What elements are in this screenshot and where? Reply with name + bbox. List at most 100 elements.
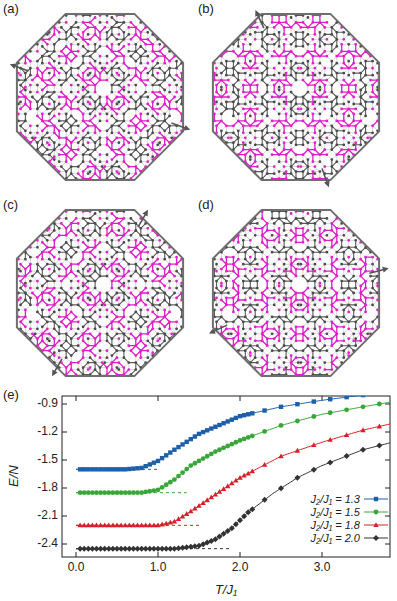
spin-arrow — [322, 168, 327, 183]
data-marker — [327, 459, 333, 465]
data-marker — [78, 490, 83, 495]
data-marker — [295, 448, 300, 453]
tick-mark — [385, 460, 390, 461]
data-marker — [374, 497, 378, 501]
data-marker — [328, 410, 333, 415]
legend-text: J₂/J₁ = 1.5 — [310, 506, 360, 518]
data-marker — [344, 407, 349, 412]
data-marker — [197, 432, 201, 436]
data-marker — [193, 434, 197, 438]
data-marker — [94, 467, 98, 471]
spin-dots — [213, 210, 379, 376]
tick-mark — [62, 516, 67, 517]
spin-dots — [17, 210, 183, 376]
data-marker — [233, 478, 238, 483]
data-marker — [180, 470, 185, 475]
data-marker — [229, 525, 235, 531]
energy-curve — [76, 441, 390, 548]
data-marker — [374, 510, 379, 515]
data-marker — [168, 450, 172, 454]
data-marker — [107, 467, 111, 471]
data-marker — [377, 402, 382, 407]
data-marker — [344, 453, 350, 459]
data-marker — [102, 490, 107, 495]
data-marker — [148, 462, 152, 466]
data-marker — [201, 430, 205, 434]
data-marker — [160, 456, 164, 460]
data-marker — [94, 490, 99, 495]
data-marker — [119, 467, 123, 471]
data-marker — [86, 490, 91, 495]
data-marker — [172, 519, 177, 524]
data-marker — [197, 459, 202, 464]
data-marker — [201, 456, 206, 461]
data-marker — [209, 452, 214, 457]
tick-label: -1.5 — [37, 453, 58, 466]
data-marker — [180, 514, 185, 519]
data-marker — [172, 477, 177, 482]
data-marker — [311, 442, 316, 447]
data-marker — [209, 426, 213, 430]
spin-arrowhead — [10, 63, 17, 69]
data-marker — [205, 454, 210, 459]
data-marker — [278, 453, 283, 458]
data-marker — [139, 490, 144, 495]
data-marker — [189, 437, 193, 441]
data-marker — [152, 460, 156, 464]
quasicrystal-tilings — [10, 10, 389, 376]
energy-curve — [76, 401, 390, 493]
tick-label: -1.2 — [37, 425, 58, 438]
data-marker — [123, 490, 128, 495]
data-marker — [225, 483, 230, 488]
data-marker — [143, 490, 148, 495]
data-marker — [82, 467, 86, 471]
spin-arrow — [213, 325, 228, 332]
data-marker — [234, 440, 239, 445]
data-marker — [156, 459, 160, 463]
tick-mark — [76, 552, 77, 557]
data-marker — [115, 467, 119, 471]
data-marker — [233, 521, 239, 527]
tick-label: -0.9 — [37, 397, 58, 410]
data-marker — [159, 522, 164, 527]
data-marker — [242, 413, 246, 417]
panel-label: (d) — [198, 198, 214, 212]
data-marker — [209, 495, 214, 500]
data-marker — [111, 467, 115, 471]
spin-arrowhead — [324, 181, 330, 188]
tiling-panel — [209, 210, 389, 376]
octagon-outline — [213, 14, 379, 180]
data-marker — [262, 497, 268, 503]
spin-arrowhead — [52, 369, 58, 376]
data-marker — [172, 448, 176, 452]
data-marker — [164, 521, 169, 526]
data-marker — [295, 402, 299, 406]
data-marker — [176, 474, 181, 479]
data-marker — [144, 464, 148, 468]
spin-dots — [17, 14, 183, 180]
data-marker — [217, 447, 222, 452]
data-marker — [200, 500, 205, 505]
data-marker — [213, 449, 218, 454]
spin-arrowhead — [184, 125, 191, 131]
data-marker — [360, 427, 365, 432]
data-marker — [262, 462, 267, 467]
data-marker — [225, 444, 230, 449]
tick-mark — [240, 396, 241, 401]
data-marker — [135, 490, 140, 495]
legend-text: J₂/J₁ = 2.0 — [310, 532, 360, 544]
data-marker — [246, 435, 251, 440]
tick-label: -2.4 — [37, 537, 58, 550]
data-marker — [119, 490, 124, 495]
data-marker — [217, 489, 222, 494]
data-marker — [98, 467, 102, 471]
data-marker — [188, 463, 193, 468]
data-marker — [311, 414, 316, 419]
data-marker — [328, 397, 332, 401]
data-marker — [226, 419, 230, 423]
data-marker — [98, 490, 103, 495]
energy-curve — [76, 423, 390, 526]
data-marker — [278, 485, 284, 491]
data-marker — [311, 467, 317, 473]
data-marker — [196, 503, 201, 508]
